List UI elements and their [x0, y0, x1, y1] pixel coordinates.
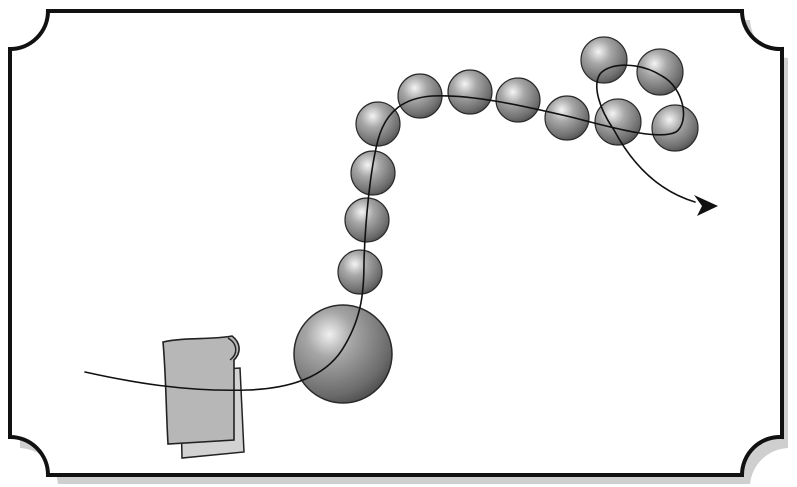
small-ball: [337, 249, 383, 295]
small-ball: [544, 95, 590, 141]
trajectory-path: [84, 64, 696, 392]
small-ball: [594, 98, 642, 146]
small-ball: [651, 104, 699, 152]
small-ball: [355, 101, 401, 147]
large-ball: [293, 304, 393, 404]
small-ball: [580, 36, 628, 84]
arrowhead-icon: [694, 195, 718, 216]
small-ball: [350, 150, 396, 196]
small-ball: [447, 69, 493, 115]
paper-sheet-icon: [162, 335, 245, 459]
small-ball: [495, 77, 541, 123]
